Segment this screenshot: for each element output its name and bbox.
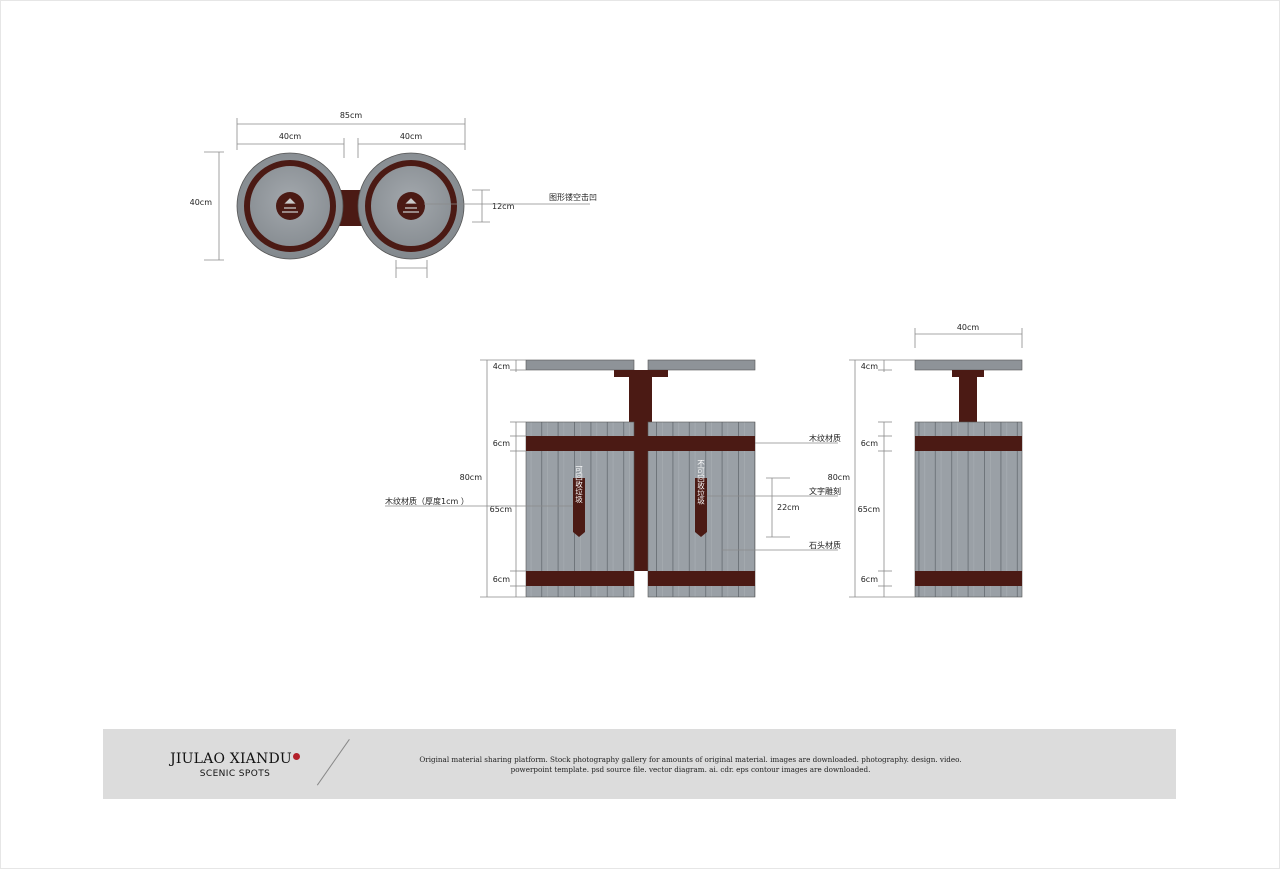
dim-side-top: 4cm [861,362,878,371]
nonrecyclable-sign [695,478,707,537]
front-view: 可回收垃圾 不可回收垃圾 80cm 4cm 6cm 65cm 6cm 木纹材质（… [385,359,841,598]
logo-icon [282,198,298,213]
brand-subtitle: SCENIC SPOTS [199,769,271,779]
side-view: 40cm 80cm 4cm 6cm 65cm 6cm [828,323,1023,598]
dim-side-band-bottom: 6cm [861,575,878,584]
bottom-band-right [648,571,755,586]
dim-right-diameter: 40cm [400,132,423,141]
dim-overall-width: 85cm [340,111,363,120]
dim-side-total: 80cm [828,473,851,482]
right-top-slab [647,359,756,371]
dim-front-total: 80cm [460,473,483,482]
side-bottom-band [915,571,1022,586]
left-top-slab [525,359,635,371]
dim-side-band-top: 6cm [861,439,878,448]
bottom-band-left [526,571,634,586]
left-bin [525,421,635,598]
top-band [526,436,755,451]
plan-view: 85cm 40cm 40cm 40cm 12cm 图形镂空击凹 [190,111,597,278]
footer-description: Original material sharing platform. Stoc… [383,755,998,775]
note-wood-thickness: 木纹材质（厚度1cm ） [385,496,469,506]
side-top-band [915,436,1022,451]
footer-line-1: Original material sharing platform. Stoc… [419,755,962,764]
note-wood: 木纹材质 [809,433,841,443]
side-post [959,377,977,422]
recyclable-sign-text: 可回收垃圾 [574,465,583,504]
side-post-cap [952,370,984,377]
seal-icon [292,753,300,760]
recyclable-sign [573,478,585,537]
dim-sign-length: 22cm [777,503,800,512]
dim-left-diameter: 40cm [279,132,302,141]
left-disc [236,152,344,260]
dim-front-body: 65cm [490,505,513,514]
side-bin [914,421,1023,598]
brand-name: JIULAO XIANDU [170,751,292,767]
dim-front-band-bottom: 6cm [493,575,510,584]
footer-banner: JIULAO XIANDU SCENIC SPOTS Original mate… [103,729,1176,799]
right-disc [357,152,465,260]
dim-side-width: 40cm [957,323,980,332]
brand-block: JIULAO XIANDU SCENIC SPOTS [165,751,305,779]
footer-line-2: powerpoint template. psd source file. ve… [510,765,871,774]
logo-icon [403,198,419,213]
dim-side-body: 65cm [858,505,881,514]
note-stone: 石头材质 [809,540,841,550]
dim-front-band-top: 6cm [493,439,510,448]
note-logo: 图形镂空击凹 [549,192,597,202]
side-top-slab [914,359,1023,371]
dim-plan-height: 40cm [190,198,213,207]
dim-logo-size: 12cm [492,202,515,211]
post-cap [614,370,668,377]
nonrecyclable-sign-text: 不可回收垃圾 [696,459,705,506]
dim-front-top: 4cm [493,362,510,371]
divider-slash [316,739,350,786]
center-post [629,377,652,571]
note-text: 文字雕刻 [809,486,841,496]
